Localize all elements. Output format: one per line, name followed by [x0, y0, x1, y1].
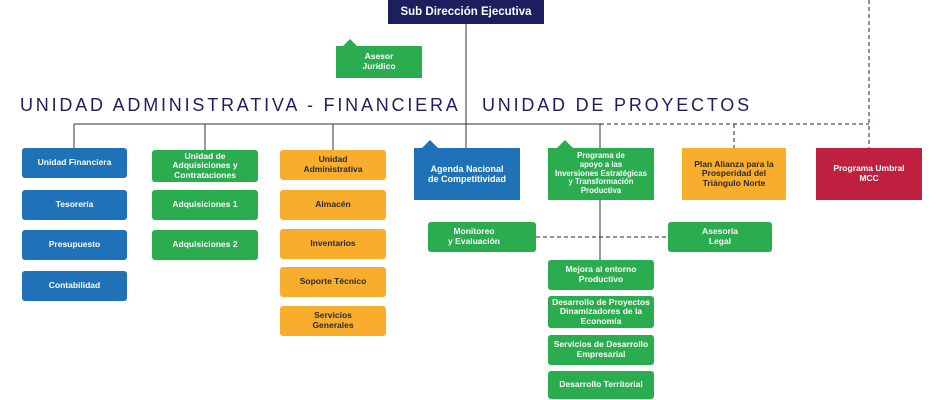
servicios-desarrollo-box: Servicios de Desarrollo Empresarial [548, 335, 654, 365]
programa-umbral-box: Programa Umbral MCC [816, 148, 922, 200]
almacen-box: Almacén [280, 190, 386, 220]
asesoria-legal-box: Asesoría Legal [668, 222, 772, 252]
inventarios-box: Inventarios [280, 229, 386, 259]
desarrollo-territorial-box: Desarrollo Territorial [548, 371, 654, 399]
asesor-juridico-box: Asesor Jurídico [336, 46, 422, 78]
monitoreo-evaluacion-box: Monitoreo y Evaluación [428, 222, 536, 252]
servicios-generales-box: Servicios Generales [280, 306, 386, 336]
unidad-administrativa-box: Unidad Administrativa [280, 150, 386, 180]
sub-direccion-ejecutiva-box: Sub Dirección Ejecutiva [388, 0, 544, 24]
unidad-financiera-box: Unidad Financiera [22, 148, 127, 178]
adquisiciones-2-box: Adquisiciones 2 [152, 230, 258, 260]
asesor-juridico-tab [342, 39, 358, 47]
programa-apoyo-box: Programa de apoyo a las Inversiones Estr… [548, 148, 654, 200]
unidad-adquisiciones-box: Unidad de Adquisiciones y Contrataciones [152, 150, 258, 182]
heading-unidad-proyectos: UNIDAD DE PROYECTOS [482, 95, 752, 115]
soporte-tecnico-box: Soporte Técnico [280, 267, 386, 297]
plan-alianza-box: Plan Alianza para la Prosperidad del Tri… [682, 148, 786, 200]
heading-admin-financiera: UNIDAD ADMINISTRATIVA - FINANCIERA [20, 95, 461, 115]
adquisiciones-1-box: Adquisiciones 1 [152, 190, 258, 220]
programa-apoyo-tab [557, 140, 573, 148]
desarrollo-proyectos-box: Desarrollo de Proyectos Dinamizadores de… [548, 296, 654, 328]
contabilidad-box: Contabilidad [22, 271, 127, 301]
agenda-tab [422, 140, 438, 148]
presupuesto-box: Presupuesto [22, 230, 127, 260]
agenda-nacional-box: Agenda Nacional de Competitividad [414, 148, 520, 200]
mejora-entorno-box: Mejora al entorno Productivo [548, 260, 654, 290]
tesoreria-box: Tesorería [22, 190, 127, 220]
